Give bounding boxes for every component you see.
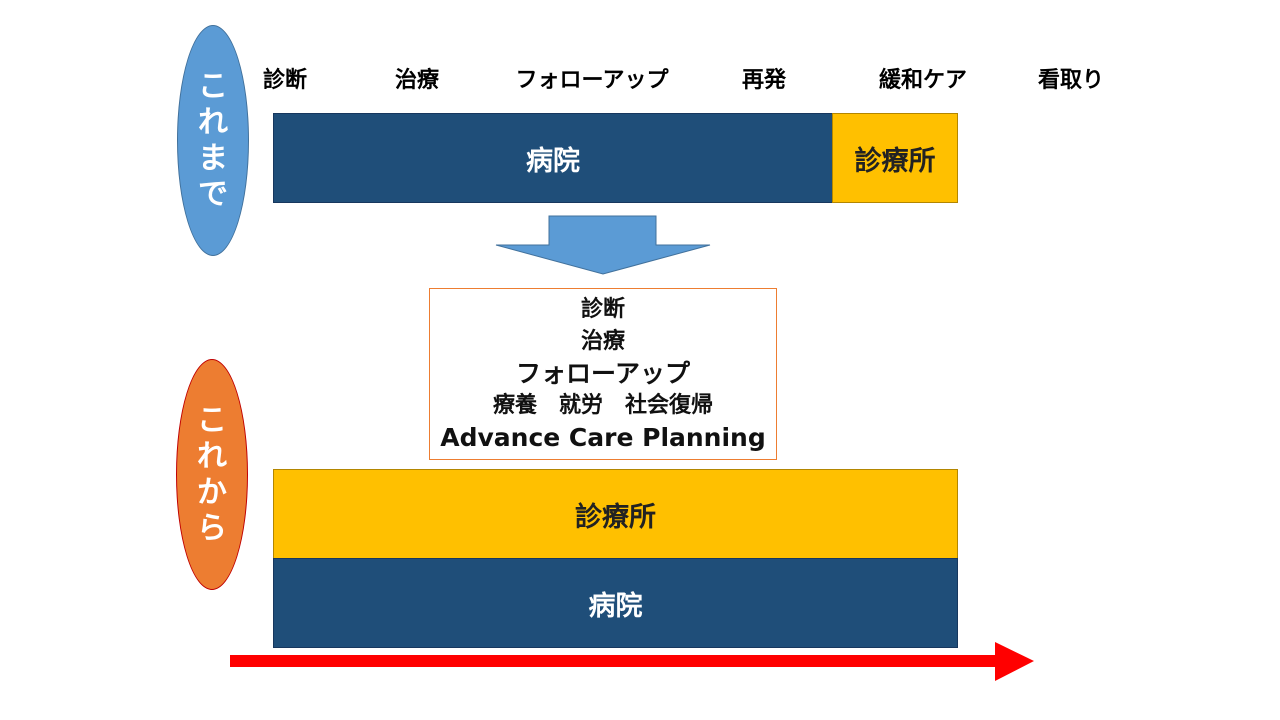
timeline-arrow-shaft — [230, 655, 998, 667]
care-item: 療養 就労 社会復帰 — [492, 393, 713, 418]
care-items-box: 診断 治療 フォローアップ 療養 就労 社会復帰 Advance Care Pl… — [429, 288, 777, 460]
timeline-arrow-head-icon — [995, 642, 1034, 681]
label-char: ま — [198, 140, 228, 176]
after-clinic-bar: 診療所 — [273, 469, 958, 559]
after-hospital-bar: 病院 — [273, 558, 958, 648]
label-char: こ — [197, 402, 227, 438]
after-label: こ れ か ら — [176, 359, 248, 590]
label-char: で — [198, 176, 228, 212]
bar-label: 病院 — [526, 145, 580, 177]
label-char: か — [197, 474, 227, 510]
stage-follow-up: フォローアップ — [515, 68, 669, 93]
care-item: 診断 — [580, 297, 625, 322]
stage-palliative-care: 緩和ケア — [878, 68, 968, 93]
bar-label: 病院 — [588, 590, 643, 622]
label-char: こ — [198, 68, 228, 104]
down-arrow-icon — [495, 215, 711, 275]
stage-recurrence: 再発 — [741, 68, 787, 93]
before-label: こ れ ま で — [177, 25, 249, 256]
care-item: Advance Care Planning — [440, 423, 766, 452]
care-item: 治療 — [580, 329, 625, 354]
care-item: フォローアップ — [515, 359, 690, 388]
label-char: れ — [197, 438, 227, 474]
bar-label: 診療所 — [854, 145, 936, 177]
stage-diagnosis: 診断 — [262, 68, 308, 93]
label-char: れ — [198, 104, 228, 140]
stage-treatment: 治療 — [394, 68, 440, 93]
label-char: ら — [197, 510, 227, 546]
before-clinic-bar: 診療所 — [832, 113, 958, 203]
stage-end-of-life: 看取り — [1037, 68, 1105, 93]
bar-label: 診療所 — [575, 501, 656, 533]
